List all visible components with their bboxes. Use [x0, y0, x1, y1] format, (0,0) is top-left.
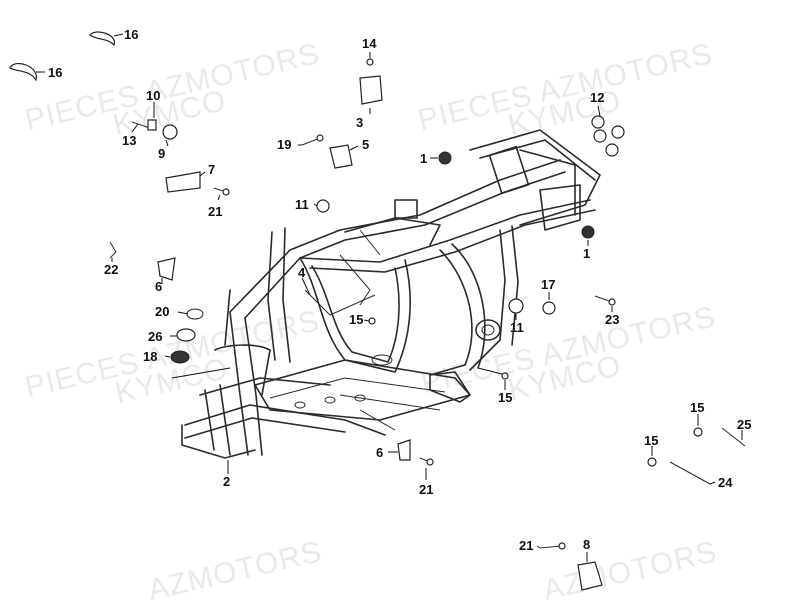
callout-number: 1	[583, 246, 591, 261]
callout-number: 11	[295, 197, 309, 212]
atv-frame	[181, 129, 601, 459]
callout-number: 1	[420, 151, 428, 166]
clip-part-icon	[9, 63, 37, 82]
callout-number: 7	[208, 162, 216, 177]
callout-number: 22	[104, 262, 119, 277]
callout-number: 13	[122, 133, 137, 148]
callout-number: 16	[48, 65, 63, 80]
callout-number: 14	[362, 36, 377, 51]
callout-number: 19	[277, 137, 292, 152]
callout-number: 8	[583, 537, 591, 552]
callout-number: 24	[718, 475, 733, 490]
callout-number: 26	[148, 329, 163, 344]
leader-lines	[36, 33, 743, 562]
callout-number: 12	[590, 90, 605, 105]
callout-number: 20	[155, 304, 170, 319]
callout-number: 15	[498, 390, 513, 405]
callout-number: 17	[541, 277, 556, 292]
callout-number: 10	[146, 88, 161, 103]
callout-number: 15	[349, 312, 364, 327]
callout-number: 23	[605, 312, 620, 327]
callout-number: 2	[223, 474, 231, 489]
callout-number: 5	[362, 137, 370, 152]
callout-number: 15	[644, 433, 659, 448]
callout-number: 15	[690, 400, 705, 415]
bracket-part-icon	[359, 75, 383, 105]
callout-number: 9	[158, 146, 166, 161]
callout-number: 21	[419, 482, 434, 497]
callout-number: 18	[143, 349, 158, 364]
clip-part-icon	[89, 31, 115, 47]
callout-number: 6	[155, 279, 163, 294]
callout-number: 16	[124, 27, 139, 42]
callout-number: 4	[298, 265, 306, 280]
callout-number: 21	[208, 204, 223, 219]
callout-number: 25	[737, 417, 752, 432]
callout-number: 3	[356, 115, 364, 130]
callout-number: 6	[376, 445, 384, 460]
callout-number: 11	[510, 320, 524, 335]
callout-number: 21	[519, 538, 534, 553]
